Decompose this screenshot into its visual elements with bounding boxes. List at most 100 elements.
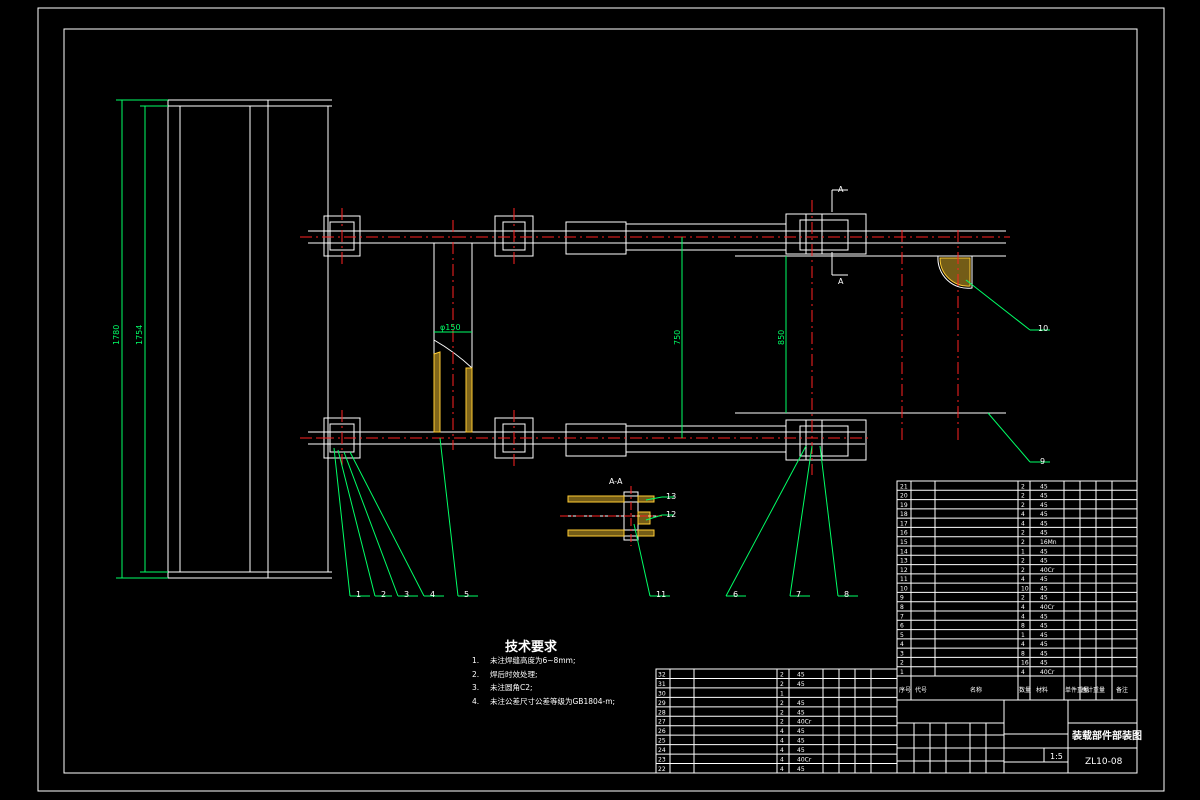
bom-cell-material: 40Cr	[1040, 567, 1055, 574]
dim-inner-height: 1754	[135, 325, 144, 345]
section-marker: A A	[838, 185, 844, 286]
tech-requirement-number: 3.	[472, 683, 480, 693]
bom-cell-qty: 2	[1021, 502, 1025, 509]
bom-header-cell: 序号	[899, 686, 911, 694]
bom-cell-qty: 4	[1021, 669, 1025, 676]
bom-header-cell: 备注	[1116, 686, 1128, 694]
bom-cell-no: 15	[900, 539, 908, 546]
dim-outer-height: 1780	[112, 325, 121, 345]
tech-requirement-item: 3. 未注圆角C2;	[472, 681, 615, 695]
bucket-dimensions	[116, 99, 168, 579]
tech-requirements-list: 1.未注焊缝高度为6~8mm;2.焊后时效处理;3.未注圆角C2;4.未注公差尺…	[472, 654, 615, 708]
bom-cell-material: 45	[1040, 558, 1048, 565]
bom-cell-qty: 1	[1021, 632, 1025, 639]
arms	[308, 189, 1006, 461]
bom-cell-material: 45	[1040, 595, 1048, 602]
tech-requirement-text: 未注圆角C2;	[490, 683, 533, 693]
bom-cell-qty: 4	[1021, 576, 1025, 583]
bom-cell-no: 16	[900, 530, 908, 537]
tech-requirement-number: 4.	[472, 696, 480, 706]
svg-text:1: 1	[356, 590, 361, 599]
svg-text:2: 2	[381, 590, 386, 599]
bom-cell-material: 40Cr	[1040, 669, 1055, 676]
bom-cell-qty: 1	[780, 690, 784, 697]
bom-cell-no: 18	[900, 511, 908, 518]
bom-cell-qty: 4	[1021, 520, 1025, 527]
bom-cell-qty: 2	[780, 671, 784, 678]
bom-cell-qty: 2	[1021, 595, 1025, 602]
bom-cell-no: 26	[658, 728, 666, 735]
drawing-name: 装载部件部装图	[1071, 729, 1142, 742]
svg-text:9: 9	[1040, 457, 1045, 466]
inner-frame	[63, 28, 1138, 774]
leader-lines	[333, 279, 1050, 597]
bom-cell-material: 45	[797, 700, 805, 707]
svg-text:11: 11	[656, 590, 666, 599]
bom-header-cell: 代号	[915, 686, 927, 694]
svg-text:12: 12	[666, 510, 676, 519]
center-lines	[300, 200, 1010, 475]
bom-cell-qty: 16	[1021, 660, 1029, 667]
bom-cell-material: 45	[797, 728, 805, 735]
bom-cell-no: 32	[658, 671, 666, 678]
drawing-scale: 1:5	[1050, 752, 1063, 761]
bom-cell-no: 30	[658, 690, 666, 697]
bom-header-cell: 名称	[970, 686, 982, 694]
bom-cell-no: 2	[900, 660, 904, 667]
bom-cell-material: 45	[1040, 493, 1048, 500]
bom-cell-qty: 4	[1021, 511, 1025, 518]
bom-cell-material: 45	[797, 671, 805, 678]
bom-header-cell: 材料	[1036, 686, 1048, 694]
tech-requirements-title: 技术要求	[505, 640, 558, 655]
svg-text:5: 5	[464, 590, 469, 599]
bom-cell-qty: 2	[1021, 567, 1025, 574]
bom-cell-qty: 2	[1021, 493, 1025, 500]
bom-cell-no: 3	[900, 650, 904, 657]
tech-requirement-text: 未注公差尺寸公差等级为GB1804-m;	[490, 696, 616, 706]
bom-cell-no: 24	[658, 747, 666, 754]
bom-cell-qty: 8	[1021, 650, 1025, 657]
bom-cell-material: 45	[1040, 641, 1048, 648]
bom-cell-no: 5	[900, 632, 904, 639]
bom-cell-material: 45	[1040, 585, 1048, 592]
bom-cell-qty: 4	[1021, 604, 1025, 611]
bom-cell-material: 45	[1040, 660, 1048, 667]
bom-cell-no: 9	[900, 595, 904, 602]
bom-cell-no: 1	[900, 669, 904, 676]
bom-cell-material: 45	[797, 709, 805, 716]
bom-cell-no: 4	[900, 641, 904, 648]
svg-text:13: 13	[666, 492, 676, 501]
bom-cell-no: 19	[900, 502, 908, 509]
bom-cell-no: 14	[900, 548, 908, 555]
bom-left-table	[655, 668, 898, 774]
bom-cell-no: 13	[900, 558, 908, 565]
bom-cell-qty: 2	[1021, 558, 1025, 565]
svg-text:8: 8	[844, 590, 849, 599]
bom-cell-material: 40Cr	[797, 757, 812, 764]
tech-requirement-item: 4. 未注公差尺寸公差等级为GB1804-m;	[472, 695, 615, 709]
bom-cell-no: 28	[658, 709, 666, 716]
bom-cell-no: 7	[900, 613, 904, 620]
bom-cell-qty: 2	[1021, 483, 1025, 490]
bom-cell-material: 45	[797, 681, 805, 688]
section-aa-label: A-A	[609, 477, 623, 486]
bom-cell-no: 8	[900, 604, 904, 611]
bom-cell-qty: 4	[1021, 613, 1025, 620]
bom-cell-qty: 1	[1021, 548, 1025, 555]
bom-cell-material: 45	[797, 766, 805, 773]
bom-header-cell: 总计重量	[1081, 686, 1105, 694]
bom-cell-no: 31	[658, 681, 666, 688]
bom-cell-no: 12	[900, 567, 908, 574]
bom-cell-qty: 4	[780, 728, 784, 735]
svg-text:3: 3	[404, 590, 409, 599]
bom-cell-material: 40Cr	[797, 719, 812, 726]
tech-requirement-text: 焊后时效处理;	[490, 669, 538, 679]
bom-cell-qty: 2	[780, 681, 784, 688]
outer-frame	[37, 7, 1165, 792]
bom-cell-material: 45	[1040, 650, 1048, 657]
bom-cell-qty: 2	[780, 719, 784, 726]
bom-cell-qty: 2	[780, 709, 784, 716]
bom-cell-no: 25	[658, 738, 666, 745]
